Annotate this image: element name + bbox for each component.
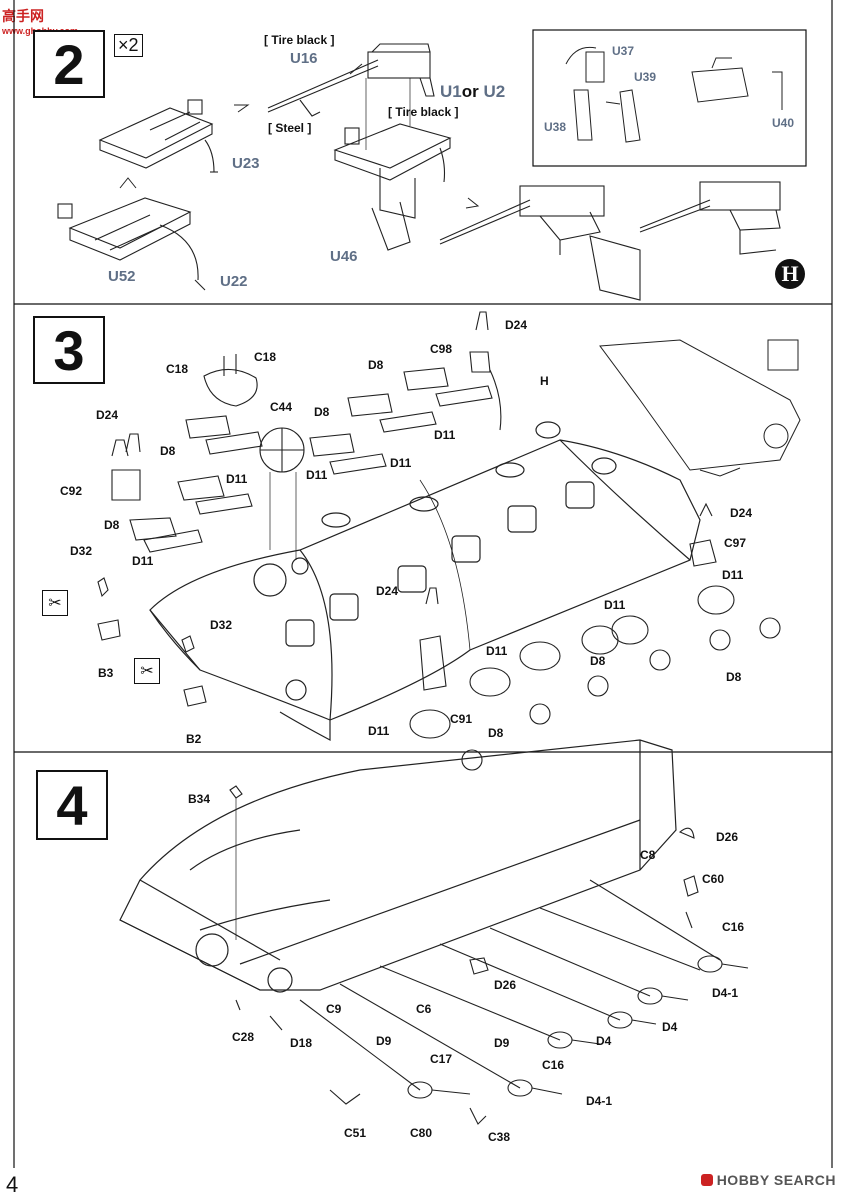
part-label-d8: D8 xyxy=(368,358,384,372)
step4-chassis xyxy=(119,739,677,993)
part-label-c16: C16 xyxy=(722,920,745,934)
part-label-d18: D18 xyxy=(290,1036,313,1050)
part-label-d4: D4 xyxy=(662,1020,678,1034)
part-label-u52: U52 xyxy=(108,268,136,285)
paint-note-steel: [ Steel ] xyxy=(268,121,312,135)
step2-assembled-right xyxy=(639,181,781,255)
step2-detail-parts xyxy=(565,46,783,143)
part-label-d11: D11 xyxy=(604,598,626,612)
part-label-d8: D8 xyxy=(726,670,742,684)
step4-torsion-arms xyxy=(229,785,749,1125)
part-label-u23: U23 xyxy=(232,155,260,172)
part-label-d24: D24 xyxy=(96,408,119,422)
part-label-c18: C18 xyxy=(254,350,277,364)
part-label-d24: D24 xyxy=(376,584,399,598)
part-label-d26: D26 xyxy=(494,978,517,992)
step2-mount xyxy=(333,78,452,251)
part-label-d11: D11 xyxy=(306,468,328,482)
part-label-d11: D11 xyxy=(722,568,744,582)
part-label-d4-1: D4-1 xyxy=(712,986,739,1000)
step3-hull xyxy=(149,421,701,742)
step3-left-parts xyxy=(97,367,493,707)
part-label-u39: U39 xyxy=(634,70,657,84)
part-label-d4: D4 xyxy=(596,1034,612,1048)
step2-assembled-left xyxy=(439,185,641,301)
part-label-d8: D8 xyxy=(488,726,504,740)
paint-note-tire-black-top: [ Tire black ] xyxy=(264,33,335,47)
brand-logo-icon xyxy=(700,1174,713,1186)
step-number-2: 2 xyxy=(33,30,105,98)
part-label-u38: U38 xyxy=(544,120,567,134)
part-label-d11: D11 xyxy=(390,456,412,470)
part-label-d26: D26 xyxy=(716,830,739,844)
part-label-d8: D8 xyxy=(590,654,606,668)
part-label-u37: U37 xyxy=(612,44,635,58)
part-label-d8: D8 xyxy=(104,518,120,532)
step2-machine-gun xyxy=(267,43,435,117)
part-label-c8: C8 xyxy=(640,848,656,862)
step2-bracket-lower xyxy=(57,197,206,291)
footer-brand: HOBBY SEARCH xyxy=(700,1172,836,1188)
part-label-c38: C38 xyxy=(488,1130,511,1144)
part-label-u46: U46 xyxy=(330,248,358,265)
part-label-h: H xyxy=(540,374,549,388)
step3-hatch xyxy=(203,354,305,560)
part-label-c97: C97 xyxy=(724,536,747,550)
part-label-b2: B2 xyxy=(186,732,202,746)
watermark-chars: 高手网 xyxy=(2,8,44,24)
part-label-c44: C44 xyxy=(270,400,293,414)
part-label-u1: U1or U2 xyxy=(440,82,505,102)
part-label-d9: D9 xyxy=(494,1036,510,1050)
paint-note-tire-black-right: [ Tire black ] xyxy=(388,105,459,119)
part-label-c98: C98 xyxy=(430,342,453,356)
no-glue-icon: ✂ xyxy=(134,658,160,684)
part-label-d9: D9 xyxy=(376,1034,392,1048)
part-label-d24: D24 xyxy=(505,318,528,332)
part-label-d32: D32 xyxy=(70,544,93,558)
step2-bracket-upper xyxy=(98,99,218,173)
footer-brand-text: HOBBY SEARCH xyxy=(716,1172,836,1188)
step3-detail-drawing xyxy=(599,339,801,477)
part-label-u22: U22 xyxy=(220,273,248,290)
part-label-d32: D32 xyxy=(210,618,233,632)
part-label-b34: B34 xyxy=(188,792,211,806)
part-label-c60: C60 xyxy=(702,872,725,886)
part-label-d11: D11 xyxy=(434,428,456,442)
part-label-d24: D24 xyxy=(730,506,753,520)
part-label-u16: U16 xyxy=(290,50,318,67)
step3-top-parts xyxy=(469,311,502,431)
part-label-d11: D11 xyxy=(226,472,248,486)
part-label-d8: D8 xyxy=(314,405,330,419)
part-label-b3: B3 xyxy=(98,666,114,680)
part-label-c17: C17 xyxy=(430,1052,453,1066)
part-label-c16: C16 xyxy=(542,1058,565,1072)
part-label-c28: C28 xyxy=(232,1030,255,1044)
or-text: or xyxy=(461,82,479,101)
part-label-d11: D11 xyxy=(368,724,390,738)
no-glue-icon: ✂ xyxy=(42,590,68,616)
part-label-d11: D11 xyxy=(486,644,508,658)
page-number: 4 xyxy=(6,1172,19,1197)
part-label-d8: D8 xyxy=(160,444,176,458)
marker-h-icon: H xyxy=(775,259,805,289)
part-label-c80: C80 xyxy=(410,1126,433,1140)
step-number-4: 4 xyxy=(36,770,108,840)
part-label-c92: C92 xyxy=(60,484,83,498)
part-label-u40: U40 xyxy=(772,116,795,130)
part-label-c91: C91 xyxy=(450,712,473,726)
step3-right-parts xyxy=(409,502,781,771)
part-u1: U1 xyxy=(440,82,462,101)
part-label-c9: C9 xyxy=(326,1002,342,1016)
part-label-c51: C51 xyxy=(344,1126,367,1140)
part-u2: U2 xyxy=(483,82,506,101)
part-label-c18: C18 xyxy=(166,362,189,376)
part-label-d11: D11 xyxy=(132,554,154,568)
step-number-3: 3 xyxy=(33,316,105,384)
part-label-c6: C6 xyxy=(416,1002,432,1016)
quantity-multiplier: ×2 xyxy=(114,34,143,57)
part-label-d4-1: D4-1 xyxy=(586,1094,613,1108)
